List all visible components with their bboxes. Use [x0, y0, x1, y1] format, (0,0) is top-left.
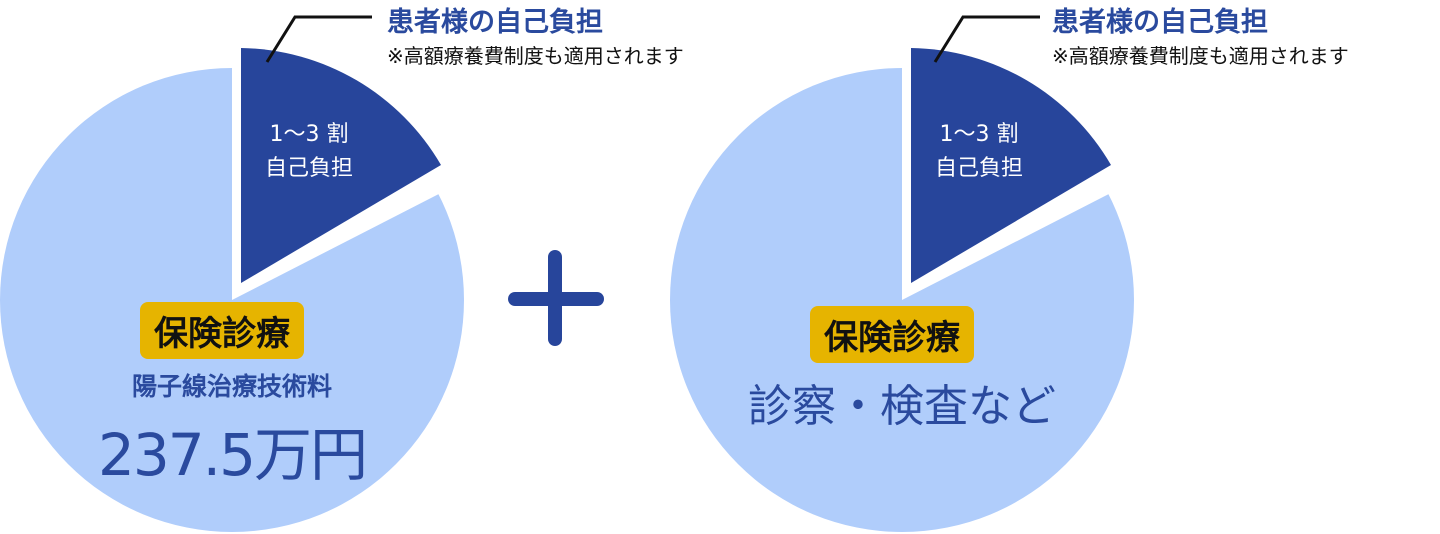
- left-callout-note: ※高額療養費制度も適用されます: [387, 44, 684, 68]
- left-amount: 237.5万円: [97, 421, 368, 489]
- left-description: 陽子線治療技術料: [131, 372, 332, 401]
- right-slice-line1: 1～3 割: [939, 122, 1019, 147]
- right-badge: 保険診療: [810, 306, 974, 363]
- right-slice-label: 1～3 割 自己負担: [909, 118, 1049, 186]
- left-callout-title: 患者様の自己負担: [387, 7, 603, 38]
- left-slice-label: 1～3 割 自己負担: [239, 118, 379, 186]
- right-callout-title: 患者様の自己負担: [1052, 7, 1268, 38]
- right-callout-note: ※高額療養費制度も適用されます: [1052, 44, 1349, 68]
- left-self-pay-slice: [241, 48, 441, 283]
- right-self-pay-slice: [911, 48, 1111, 283]
- left-slice-line1: 1～3 割: [269, 122, 349, 147]
- plus-icon: [508, 250, 604, 346]
- left-slice-line2: 自己負担: [264, 156, 353, 181]
- right-pie: [670, 15, 1140, 532]
- left-badge: 保険診療: [140, 302, 304, 359]
- left-pie: [0, 15, 470, 532]
- right-leader-line: [933, 15, 1040, 63]
- right-slice-line2: 自己負担: [934, 156, 1023, 181]
- right-description: 診察・検査など: [748, 381, 1056, 432]
- left-leader-line: [265, 15, 372, 63]
